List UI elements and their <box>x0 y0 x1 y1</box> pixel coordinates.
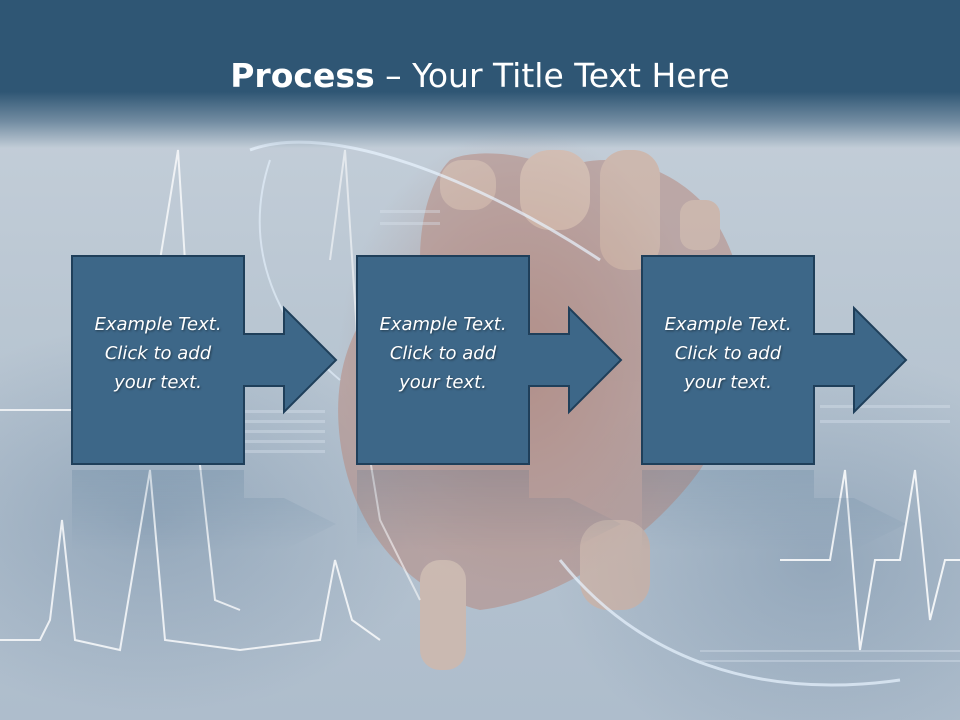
step-2-box-arrow-shape <box>356 255 623 465</box>
title-bold-part: Process <box>230 56 375 95</box>
step-2-text: Example Text. Click to add your text. <box>357 310 529 397</box>
step-1-reflection <box>72 470 338 550</box>
step-3-box-arrow-shape <box>641 255 908 465</box>
step-3-text: Example Text. Click to add your text. <box>642 310 814 397</box>
step-3-line-2: Click to add <box>674 343 782 364</box>
slide-title[interactable]: Process – Your Title Text Here <box>0 54 960 98</box>
step-1-box-arrow-shape <box>71 255 338 465</box>
step-2-line-2: Click to add <box>389 343 497 364</box>
step-3-reflection <box>642 470 908 550</box>
title-rest-part: – Your Title Text Here <box>374 56 730 95</box>
step-2-line-3: your text. <box>399 372 487 393</box>
process-step-3[interactable]: Example Text. Click to add your text. <box>641 255 908 468</box>
step-1-line-3: your text. <box>114 372 202 393</box>
step-3-line-1: Example Text. <box>664 314 792 335</box>
process-step-1[interactable]: Example Text. Click to add your text. <box>71 255 338 468</box>
step-2-reflection <box>357 470 623 550</box>
step-3-line-3: your text. <box>684 372 772 393</box>
step-1-line-2: Click to add <box>104 343 212 364</box>
slide-header: Process – Your Title Text Here <box>0 0 960 148</box>
step-2-line-1: Example Text. <box>379 314 507 335</box>
step-1-text: Example Text. Click to add your text. <box>72 310 244 397</box>
step-1-line-1: Example Text. <box>94 314 222 335</box>
process-step-2[interactable]: Example Text. Click to add your text. <box>356 255 623 468</box>
